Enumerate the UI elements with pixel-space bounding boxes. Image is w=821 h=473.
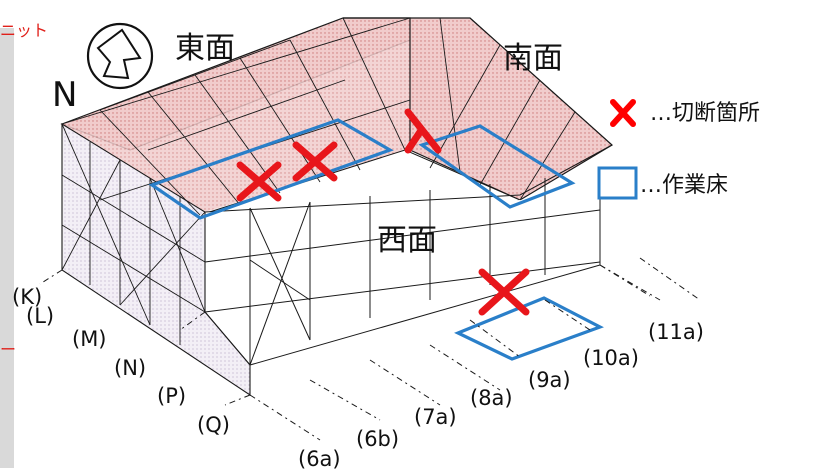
axis-label: (7a): [414, 405, 457, 429]
side-red-mark: ー: [0, 340, 16, 359]
legend: …切断箇所 …作業床: [597, 99, 760, 200]
face-label-east: 東面: [175, 31, 235, 66]
axis-label: (8a): [470, 386, 513, 410]
axis-bottom-labels: (6a) (6b) (7a) (8a) (9a) (10a) (11a): [298, 320, 704, 471]
east-wall-frame: [61, 123, 206, 345]
cut-marks: [236, 108, 530, 316]
axis-label: (L): [26, 304, 54, 328]
work-floor-east: [148, 118, 394, 220]
rectangle-icon: [597, 166, 638, 200]
axis-label: (6b): [356, 427, 399, 451]
left-sidebar-strip: [0, 28, 14, 468]
axis-label: (N): [114, 356, 146, 380]
axis-label: (K): [12, 285, 42, 309]
legend-floor-label: …作業床: [640, 173, 728, 198]
grid-lines: [39, 257, 701, 441]
north-label: N: [52, 75, 77, 115]
axis-label: (P): [157, 384, 186, 408]
cut-mark-1: [236, 161, 282, 202]
top-left-fragment: ニット: [0, 21, 48, 40]
north-arrow-icon: [86, 22, 154, 90]
axis-left-labels: (K) (L) (M) (N) (P) (Q): [12, 285, 230, 437]
axis-label: (11a): [648, 320, 704, 344]
cut-mark-4: [478, 268, 530, 316]
work-floor-ground: [454, 296, 604, 361]
axis-label: (6a): [298, 447, 341, 471]
cut-mark-3: [404, 108, 442, 154]
cross-icon: [610, 99, 636, 127]
work-floor-south: [418, 124, 576, 209]
wall-west: [205, 190, 600, 390]
face-label-west: 西面: [377, 223, 437, 258]
axis-label: (10a): [583, 346, 639, 370]
work-floor-outlines: [148, 118, 604, 361]
axis-label: (Q): [197, 413, 230, 437]
ground-floor-dash: [469, 299, 591, 358]
axis-label: (9a): [528, 368, 571, 392]
cut-mark-2: [292, 141, 338, 182]
face-label-south: 南面: [503, 41, 563, 76]
legend-cut-label: …切断箇所: [650, 101, 760, 126]
axis-label: (M): [72, 327, 107, 351]
